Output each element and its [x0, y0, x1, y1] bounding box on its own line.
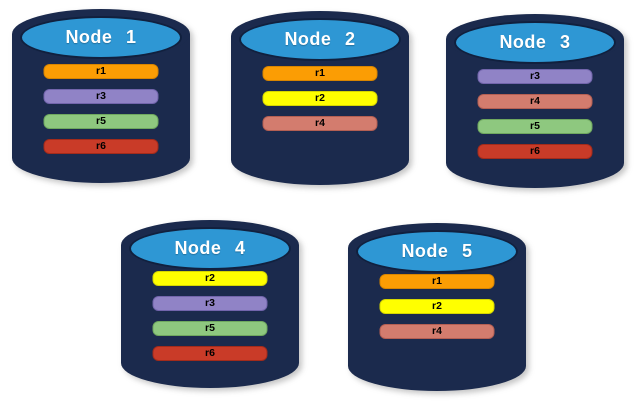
node-5-cap: Node 5	[356, 230, 518, 273]
replica-label: r5	[530, 120, 540, 133]
replica-bar: r3	[152, 296, 268, 311]
node-3-cap: Node 3	[454, 21, 616, 64]
node-1-cap: Node 1	[20, 16, 182, 59]
node-1: Node 1 r1 r3 r5 r6	[12, 9, 190, 183]
replica-bar: r4	[379, 324, 495, 339]
replica-bar: r5	[152, 321, 268, 336]
replica-bar: r6	[477, 144, 593, 159]
node-1-replica-list: r1 r3 r5 r6	[43, 64, 159, 154]
replica-label: r5	[96, 115, 106, 128]
replica-label: r1	[432, 275, 442, 288]
node-3: Node 3 r3 r4 r5 r6	[446, 14, 624, 188]
replica-label: r6	[96, 140, 106, 153]
replica-label: r5	[205, 322, 215, 335]
node-4: Node 4 r2 r3 r5 r6	[121, 220, 299, 388]
replica-bar: r5	[43, 114, 159, 129]
node-1-label: Node 1	[65, 27, 137, 47]
node-2-cap: Node 2	[239, 18, 401, 61]
replica-label: r3	[205, 297, 215, 310]
replica-bar: r1	[262, 66, 378, 81]
replica-bar: r3	[43, 89, 159, 104]
replica-bar: r3	[477, 69, 593, 84]
replica-label: r3	[96, 90, 106, 103]
node-3-replica-list: r3 r4 r5 r6	[477, 69, 593, 159]
replica-label: r6	[205, 347, 215, 360]
replica-label: r6	[530, 145, 540, 158]
node-2: Node 2 r1 r2 r4	[231, 11, 409, 185]
replica-label: r1	[315, 67, 325, 80]
replica-label: r1	[96, 65, 106, 78]
replica-bar: r2	[379, 299, 495, 314]
replica-label: r2	[315, 92, 325, 105]
node-3-label: Node 3	[499, 32, 571, 52]
replica-bar: r5	[477, 119, 593, 134]
replica-bar: r2	[152, 271, 268, 286]
node-5-replica-list: r1 r2 r4	[379, 274, 495, 339]
replica-bar: r1	[43, 64, 159, 79]
node-4-cap: Node 4	[129, 227, 291, 270]
replica-bar: r6	[152, 346, 268, 361]
node-5-label: Node 5	[401, 241, 473, 261]
replica-label: r3	[530, 70, 540, 83]
node-5: Node 5 r1 r2 r4	[348, 223, 526, 391]
replica-bar: r4	[477, 94, 593, 109]
replica-label: r4	[315, 117, 325, 130]
replica-bar: r4	[262, 116, 378, 131]
node-2-replica-list: r1 r2 r4	[262, 66, 378, 131]
replica-label: r4	[432, 325, 442, 338]
replica-bar: r6	[43, 139, 159, 154]
replica-label: r2	[432, 300, 442, 313]
replica-label: r2	[205, 272, 215, 285]
replica-bar: r1	[379, 274, 495, 289]
node-4-replica-list: r2 r3 r5 r6	[152, 271, 268, 361]
node-2-label: Node 2	[284, 29, 356, 49]
node-4-label: Node 4	[174, 238, 246, 258]
replica-label: r4	[530, 95, 540, 108]
replica-bar: r2	[262, 91, 378, 106]
